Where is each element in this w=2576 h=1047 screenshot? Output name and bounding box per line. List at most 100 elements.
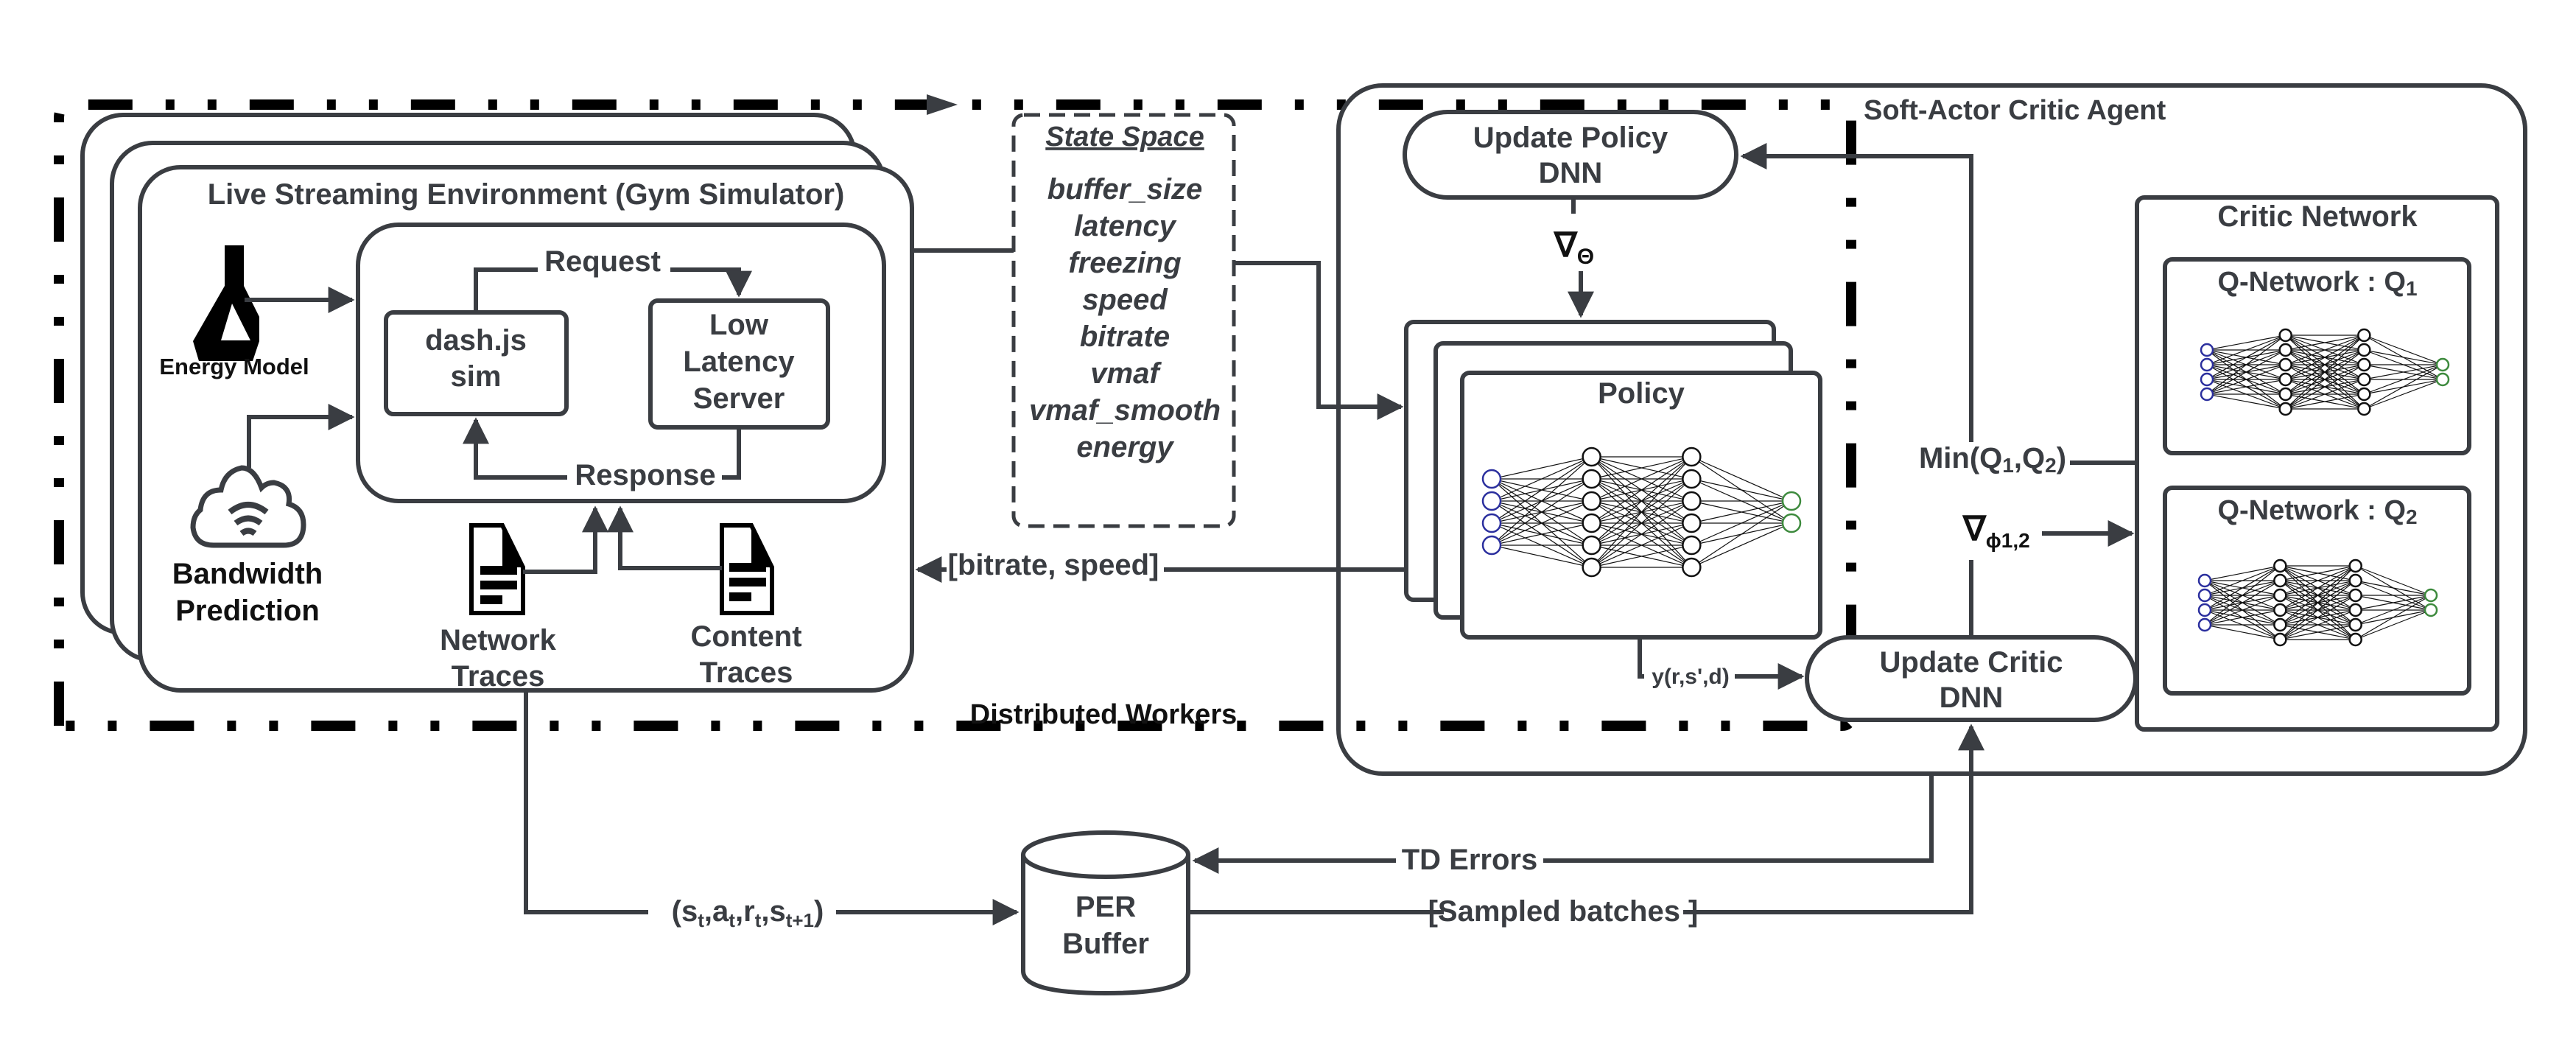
nn-output-node: [2435, 372, 2450, 387]
nn-hidden-node: [2273, 603, 2287, 617]
nn-edge: [2355, 595, 2432, 626]
sampled-batches-label: [Sampled batches ]: [1428, 895, 1699, 928]
policy-label: Policy: [1598, 377, 1685, 410]
flask-icon: [193, 245, 259, 361]
per-label-2: Buffer: [1062, 928, 1149, 960]
nn-edge: [2285, 379, 2365, 410]
nn-edge: [2364, 364, 2443, 410]
client-label-1: dash.js: [425, 324, 527, 357]
nn-edge: [2206, 379, 2286, 395]
nn-edge: [1491, 456, 1592, 502]
nn-edge: [2280, 565, 2356, 611]
nn-edge: [2355, 595, 2432, 640]
nn-edge: [1491, 500, 1592, 546]
nn-hidden-node: [2278, 328, 2292, 343]
response-label: Response: [575, 459, 715, 491]
nn-edge: [2355, 565, 2432, 596]
state-space-item: buffer_size: [1047, 173, 1202, 206]
state-space-item: energy: [1076, 431, 1174, 463]
low-latency-server-box: Low Latency Server: [648, 298, 830, 430]
nn-hidden-node: [2278, 402, 2292, 416]
content-traces-label-1: Content: [690, 620, 801, 653]
network-traces-arrow: [523, 505, 608, 574]
nn-input-node: [2200, 372, 2214, 387]
nn-input-node: [2197, 588, 2212, 603]
nn-hidden-node: [2278, 357, 2292, 372]
nn-output-node: [2424, 603, 2438, 617]
nn-hidden-node: [2273, 617, 2287, 632]
nn-edge: [2204, 565, 2281, 626]
q2-neural-network: [2197, 558, 2438, 647]
nn-edge: [2206, 335, 2286, 380]
update-critic-label-2: DNN: [1940, 682, 2004, 714]
sampled-batches-arrow: [1683, 724, 1984, 914]
simulator-box: [356, 223, 886, 503]
distributed-workers-label: Distributed Workers: [970, 699, 1237, 730]
nn-edge: [1691, 522, 1792, 568]
transition-line: [524, 690, 648, 914]
critic-network-title: Critic Network: [2217, 200, 2418, 233]
nn-output-node: [2435, 357, 2450, 372]
nn-output-node: [1781, 513, 1802, 533]
nn-hidden-node: [2348, 617, 2362, 632]
nn-hidden-node: [1582, 447, 1601, 467]
nn-hidden-node: [2348, 573, 2362, 588]
nn-hidden-node: [2357, 328, 2371, 343]
nn-hidden-node: [2273, 558, 2287, 573]
nn-edge: [2285, 335, 2365, 351]
nn-edge: [2206, 335, 2286, 365]
update-policy-label-2: DNN: [1539, 157, 1603, 189]
nn-input-node: [1481, 535, 1502, 556]
nn-edge: [2285, 335, 2365, 380]
cloud-wifi-icon: [190, 465, 306, 548]
nn-hidden-node: [2278, 372, 2292, 387]
q1-neural-network: [2200, 328, 2450, 416]
nn-hidden-node: [1682, 491, 1702, 511]
nn-hidden-node: [1682, 469, 1702, 489]
nn-edge: [2279, 565, 2356, 626]
policy-box: [1460, 371, 1822, 640]
state-space-item: vmaf: [1090, 357, 1162, 390]
min-q-label: Min(Q1,Q2): [1919, 442, 2066, 477]
target-label: y(r,s',d): [1652, 665, 1730, 689]
server-label-3: Server: [693, 382, 785, 415]
nn-edge: [2364, 364, 2443, 380]
nn-edge: [2285, 364, 2365, 410]
nn-edge: [1491, 456, 1592, 480]
nn-hidden-node: [2273, 632, 2287, 647]
nn-edge: [1591, 544, 1692, 568]
nn-edge: [2204, 580, 2281, 626]
nn-hidden-node: [2357, 372, 2371, 387]
nn-edge: [1491, 544, 1592, 568]
nn-input-node: [1481, 513, 1502, 533]
update-policy-feedback-arrow: [1740, 143, 1973, 442]
nn-edge: [1491, 456, 1593, 546]
nn-edge: [1591, 456, 1692, 502]
bandwidth-arrow: [247, 404, 355, 468]
action-label: [bitrate, speed]: [948, 549, 1159, 581]
network-traces-label-2: Traces: [452, 660, 545, 693]
state-space-item: freezing: [1068, 247, 1181, 279]
state-space-item: latency: [1074, 210, 1177, 242]
nn-edge: [2285, 335, 2365, 395]
nn-input-node: [2200, 387, 2214, 402]
nn-edge: [2204, 609, 2281, 626]
nn-edge: [1591, 500, 1692, 568]
nn-edge: [2206, 335, 2286, 351]
nn-hidden-node: [2348, 603, 2362, 617]
nn-output-node: [1781, 491, 1802, 511]
nn-input-node: [2197, 573, 2212, 588]
policy-neural-network: [1481, 447, 1802, 578]
state-space-title: State Space: [1045, 122, 1204, 153]
nn-edge: [1491, 522, 1592, 546]
client-label-2: sim: [451, 360, 502, 393]
nn-hidden-node: [2348, 558, 2362, 573]
td-errors-line: [1543, 774, 1934, 863]
update-critic-label-1: Update Critic: [1880, 646, 2063, 679]
nn-edge: [1591, 478, 1692, 568]
network-traces-label-1: Network: [440, 624, 557, 656]
bandwidth-label-1: Bandwidth: [172, 558, 323, 590]
update-critic-dnn: Update Critic DNN: [1805, 635, 2138, 722]
nn-input-node: [1481, 469, 1502, 489]
nn-edge: [2355, 609, 2432, 640]
